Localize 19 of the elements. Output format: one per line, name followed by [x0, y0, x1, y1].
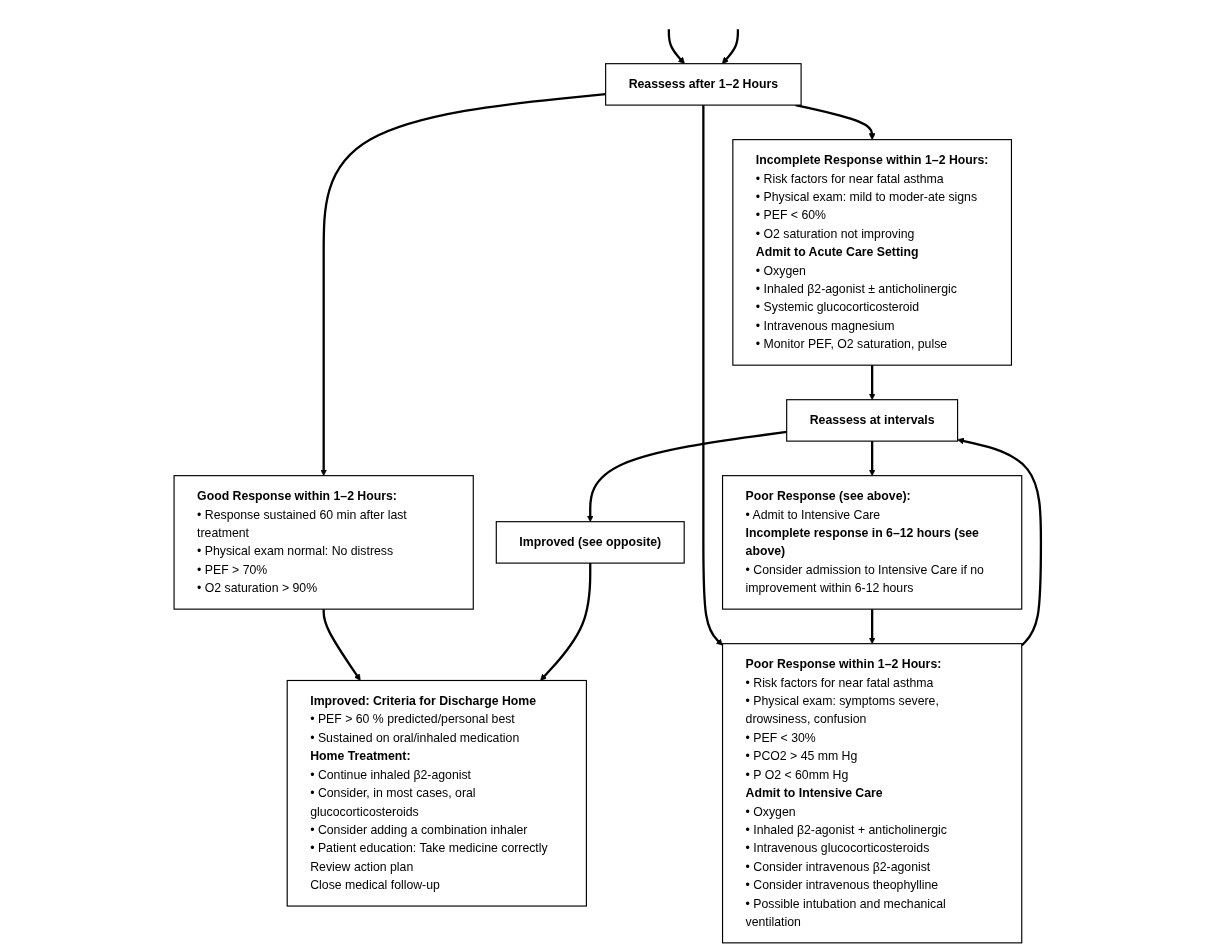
arrow — [721, 29, 740, 64]
arrow — [868, 441, 876, 476]
node-box: Reassess at intervals — [786, 399, 959, 442]
arrow — [540, 563, 592, 681]
arrow — [957, 437, 1043, 647]
arrow — [868, 609, 876, 644]
node-box: Reassess after 1–2 Hours — [605, 63, 802, 106]
arrow — [868, 365, 876, 400]
node-box: Improved (see opposite) — [495, 521, 685, 564]
arrow — [586, 430, 787, 522]
node-box: Poor Response (see above): • Admit to Intensive Care Incomplete response in 6–12 hours (see above) • Consider admission to Intensive Care if no improvement within 6-12 hours — [721, 475, 1023, 610]
node-box: Good Response within 1–2 Hours: • Response sustained 60 min after last treatment • Physical exam normal: No distress • PEF > 70% • O2 saturation > 90% — [173, 475, 474, 610]
arrow — [667, 29, 685, 64]
arrow — [322, 609, 361, 681]
node-box: Incomplete Response within 1–2 Hours: • Risk factors for near fatal asthma • Physical exam: mild to moder-ate signs • PEF < 60% • O2 saturation not improving Admit to Acute Care Setting • Oxygen • Inhaled β2-agonist ± anticholinergic • Systemic glucocorticosteroid • Intravenous magnesium • Monitor PEF, O2 saturation, pulse — [732, 139, 1013, 366]
node-box: Improved: Criteria for Discharge Home • PEF > 60 % predicted/personal best • Sustained on oral/inhaled medication Home Treatment: • Continue inhaled β2-agonist • Consider, in most cases, oral glucocorticosteroids • Consider adding a combination inhaler • Patient education: Take medicine correctly Review action plan Close medical follow-up — [286, 679, 587, 907]
arrow — [702, 105, 723, 646]
node-box: Poor Response within 1–2 Hours: • Risk factors for near fatal asthma • Physical exam: symptoms severe, drowsiness, confusion • PEF < 30% • PCO2 > 45 mm Hg • P O2 < 60mm Hg Admit to Intensive Care • Oxygen • Inhaled β2-agonist + anticholinergic • Intravenous glucocorticosteroids • Consider intravenous β2-agonist • Consider intravenous theophylline • Possible intubation and mechanical ventilation — [721, 643, 1023, 944]
arrow — [320, 93, 606, 476]
